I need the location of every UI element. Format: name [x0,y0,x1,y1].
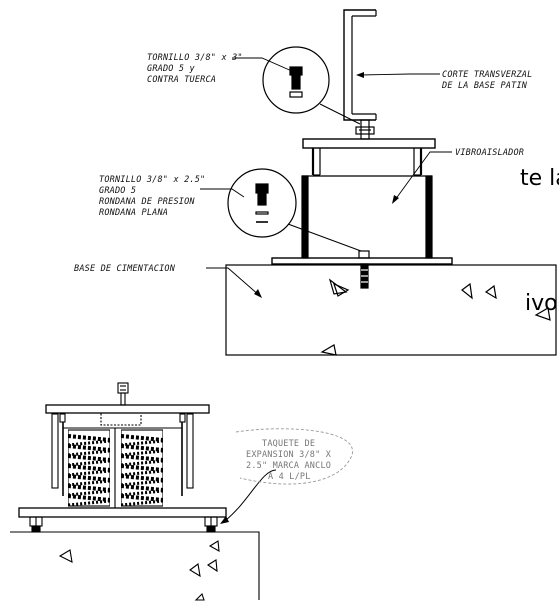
lower-detail [10,382,353,601]
callout-bolt-low: TORNILLO 3/8" x 2.5" GRADO 5 RONDANA DE … [99,175,205,218]
anchor-bolt-left [29,516,43,533]
callout-isolator: VIBROAISLADOR [455,148,524,158]
concrete-base [225,264,557,356]
top-stud [117,382,129,406]
cut-off-text-top: te la [520,166,559,191]
svg-text:TORNILLO 3/8" x 2.5": TORNILLO 3/8" x 2.5" [99,175,205,185]
lower-top-plate [45,404,210,414]
top-bolt [355,119,375,140]
svg-text:CORTE TRANSVERZAL: CORTE TRANSVERZAL [442,70,532,80]
svg-text:2.5" MARCA ANCLO: 2.5" MARCA ANCLO [246,461,331,471]
svg-text:RONDANA PLANA: RONDANA PLANA [99,208,168,218]
svg-text:DE LA BASE PATIN: DE LA BASE PATIN [441,81,528,91]
leader-isolator [394,151,452,201]
zoom-circle-top [262,46,361,125]
svg-text:GRADO 5: GRADO 5 [99,186,136,196]
callout-bolt-top: TORNILLO 3/8" x 3" GRADO 5 y CONTRA TUER… [147,53,243,85]
leader-anchor [225,469,277,521]
upper-detail [200,9,557,356]
svg-text:GRADO 5 y: GRADO 5 y [147,64,196,74]
leader-bolt-top [232,57,295,73]
zoom-circle-low [227,168,362,252]
channel-profile [343,9,377,121]
leader-bolt-low [200,188,245,198]
svg-text:A 4 L/PL: A 4 L/PL [268,472,311,482]
svg-text:EXPANSION 3/8" X: EXPANSION 3/8" X [246,450,332,460]
top-plate [302,138,436,149]
lower-bolt [358,250,370,289]
spring-right [121,429,163,507]
svg-text:TORNILLO 3/8" x 3": TORNILLO 3/8" x 3" [147,53,243,63]
callout-section: CORTE TRANSVERZAL DE LA BASE PATIN [441,70,532,91]
lower-bottom-plate [18,507,227,518]
svg-text:TAQUETE DE: TAQUETE DE [262,439,315,449]
svg-text:VIBROAISLADOR: VIBROAISLADOR [455,148,524,158]
callout-base: BASE DE CIMENTACION [74,264,176,274]
callout-anchor: TAQUETE DE EXPANSION 3/8" X 2.5" MARCA A… [246,439,332,482]
anchor-bolt-right [204,516,218,533]
bottom-plate [271,257,453,265]
svg-text:BASE DE CIMENTACION: BASE DE CIMENTACION [74,264,176,274]
leader-section [359,73,440,76]
note-cloud [235,428,353,485]
svg-text:CONTRA TUERCA: CONTRA TUERCA [147,75,216,85]
lower-foundation [10,531,260,600]
svg-text:RONDANA DE PRESION: RONDANA DE PRESION [99,197,195,207]
isolator-housing [301,148,433,259]
spring-left [68,429,110,507]
leader-base [206,267,261,297]
